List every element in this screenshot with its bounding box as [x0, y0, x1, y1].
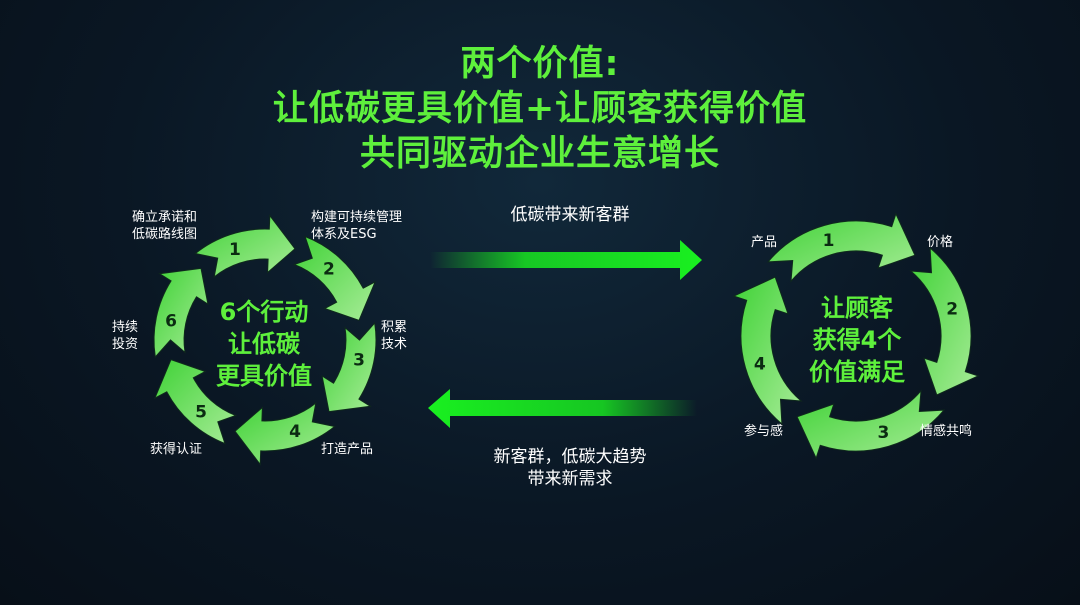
right-step-4-label: 参与感	[744, 424, 784, 439]
left-step-6-label: 持续 投资	[112, 320, 139, 352]
right-step-4-number: 4	[754, 354, 766, 374]
left-step-5-label: 获得认证	[150, 442, 203, 457]
title-line-1: 两个价值:	[460, 44, 620, 84]
right-arrow-segment-4	[732, 276, 803, 426]
left-arrow-segment-2	[292, 235, 377, 322]
left-arrow-segment-1	[194, 214, 296, 279]
right-cycle-center-text: 让顾客 获得4个 价值满足	[809, 294, 905, 386]
right-step-3-label: 情感共鸣	[920, 424, 973, 439]
left-cycle: 1 2 3 4 5 6	[153, 214, 377, 466]
left-step-2-label: 构建可持续管理 体系及ESG	[311, 210, 403, 242]
left-step-6-number: 6	[165, 312, 177, 332]
left-step-2-number: 2	[323, 259, 335, 279]
left-arrow-segment-4	[234, 401, 336, 466]
flow-arrow-left	[428, 389, 697, 428]
left-cycle-center-text: 6个行动 让低碳 更具价值	[216, 298, 312, 390]
right-arrow-segment-2	[909, 246, 980, 396]
right-step-1-label: 产品	[751, 235, 778, 250]
left-arrow-segment-3	[321, 321, 377, 413]
right-step-2-label: 价格	[927, 235, 954, 250]
left-step-4-label: 打造产品	[321, 442, 374, 457]
left-arrow-segment-5	[153, 358, 238, 445]
flow-arrow-right	[430, 240, 702, 280]
right-arrow-segment-3	[796, 389, 946, 460]
right-arrow-segment-1	[766, 212, 916, 283]
flow-top-text: 低碳带来新客群	[510, 205, 630, 225]
right-step-1-number: 1	[823, 231, 835, 251]
right-step-3-number: 3	[877, 423, 889, 443]
right-step-2-number: 2	[946, 300, 958, 320]
left-step-1-number: 1	[229, 240, 241, 260]
left-step-1-label: 确立承诺和 低碳路线图	[132, 210, 198, 242]
left-step-5-number: 5	[195, 403, 207, 423]
left-arrow-segment-6	[153, 267, 209, 359]
left-step-3-label: 积累 技术	[381, 320, 408, 352]
left-step-3-number: 3	[353, 351, 365, 371]
title-line-2: 让低碳更具价值+让顾客获得价值	[272, 89, 808, 129]
right-cycle: 1 2 3 4	[732, 212, 980, 460]
left-step-4-number: 4	[289, 422, 301, 442]
title-line-3: 共同驱动企业生意增长	[359, 134, 720, 174]
flow-bottom-text: 新客群，低碳大趋势 带来新需求	[493, 447, 647, 489]
